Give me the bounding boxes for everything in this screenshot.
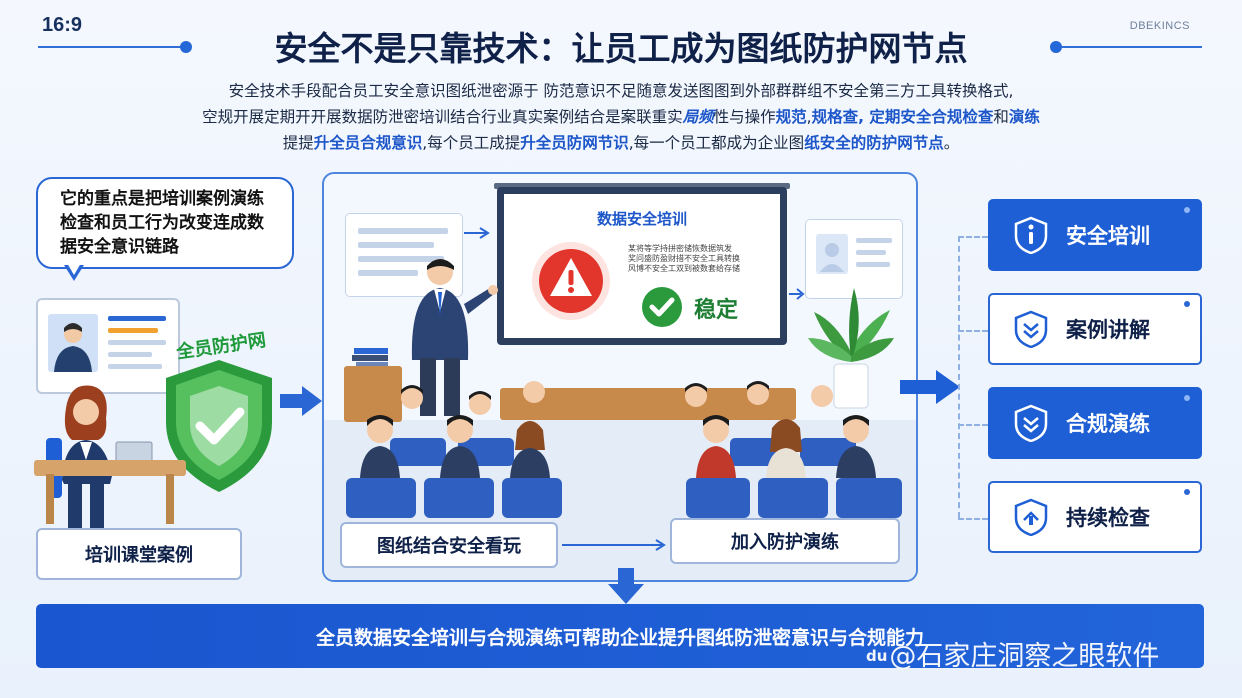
screen-text-line: 风博不安全工双到被数套给存储: [628, 264, 740, 273]
intro-highlight: 升全员合规意识: [313, 134, 423, 152]
check-circle-icon: [642, 287, 682, 327]
bubble-line: 检查和员工行为改变连成数: [60, 213, 264, 233]
person-icon: [54, 323, 92, 372]
arrow-right-icon: [280, 386, 322, 416]
intro-text: ,每个员工成提: [422, 134, 521, 152]
arrow-right-small-icon: [789, 288, 805, 300]
profile-line: [108, 340, 166, 345]
profile-line: [108, 328, 158, 333]
desk-leg: [166, 474, 174, 524]
intro-highlight: 纸安全的防护网节点: [804, 134, 944, 152]
arrow-right-small-icon: [562, 539, 666, 551]
intro-text: ,每一个员工都成为企业图: [628, 134, 805, 152]
projector-bar: [494, 183, 790, 189]
screen-title: 数据安全培训: [596, 210, 687, 228]
connector-line: [958, 236, 960, 518]
intro-text: 提提: [282, 134, 314, 152]
document-card-right: [805, 219, 903, 299]
bubble-line: 据安全意识链路: [60, 237, 179, 257]
intro-text: 。: [943, 134, 960, 152]
arrow-right-icon: [900, 370, 960, 404]
books-icon: [352, 348, 388, 367]
drawing-safety-label: 图纸结合安全看玩: [340, 522, 558, 568]
connector-line: [958, 330, 988, 332]
intro-highlight: 规格查, 定期安全合规检查: [811, 108, 994, 126]
step-label: 持续检查: [1066, 506, 1150, 530]
intro-highlight: 局频: [682, 108, 714, 126]
plant-icon: [808, 288, 894, 409]
brand-label: DBEKINCS: [1129, 20, 1190, 32]
desk-leg: [46, 474, 54, 524]
header-dot-left: [180, 41, 192, 53]
aspect-ratio-label: 16:9: [42, 14, 83, 36]
arrow-right-small-icon: [464, 227, 490, 239]
step-label: 合规演练: [1066, 412, 1150, 436]
intro-highlight: 规范: [775, 108, 807, 126]
corner-dot: [1184, 207, 1190, 213]
arrow-down-icon: [608, 568, 644, 604]
desk: [34, 460, 186, 476]
du-logo: du: [866, 647, 888, 665]
intro-paragraph: 安全技术手段配合员工安全意识图纸泄密源于 防范意识不足随意发送图图到外部群群组不…: [100, 78, 1142, 156]
speech-bubble: 它的重点是把培训案例演练 检查和员工行为改变连成数 据安全意识链路: [36, 177, 294, 269]
step-security-training: 安全培训: [988, 199, 1202, 271]
profile-line: [108, 316, 166, 321]
projector-screen: [497, 187, 787, 345]
intro-text: 性与操作: [713, 108, 776, 126]
chevron-shield-icon: [1014, 310, 1048, 348]
step-continuous-check: 持续检查: [988, 481, 1202, 553]
side-table: [344, 366, 402, 422]
profile-line: [108, 364, 162, 369]
join-drill-label: 加入防护演练: [670, 518, 900, 564]
bubble-tail-inner: [67, 263, 81, 275]
connector-line: [958, 518, 988, 520]
header-line-right: [1062, 46, 1202, 48]
step-label: 安全培训: [1066, 224, 1150, 248]
profile-photo: [48, 314, 98, 372]
intro-text: 安全技术手段配合员工安全意识图纸泄密源于 防范意识不足随意发送图图到外部群群组不…: [228, 82, 1014, 100]
intro-text: ,: [806, 108, 812, 126]
watermark: du@石家庄洞察之眼软件: [866, 634, 1159, 673]
stable-label: 稳定: [694, 298, 739, 323]
intro-highlight: 演练: [1008, 108, 1040, 126]
presenter-illustration: [411, 259, 498, 416]
page-title: 安全不是只靠技术：让员工成为图纸防护网节点: [274, 29, 968, 68]
screen-text-block: 某将等学持拼密储恢数据筑发 奖问盛防盈财措不安全工具转换 风博不安全工双到被数套…: [628, 244, 774, 274]
intro-line-1: 安全技术手段配合员工安全意识图纸泄密源于 防范意识不足随意发送图图到外部群群组不…: [100, 78, 1142, 104]
green-shield-icon: [166, 360, 272, 492]
profile-monitor: [36, 298, 180, 394]
screen-text-line: 奖问盛防盈财措不安全工具转换: [628, 254, 740, 263]
id-card-icon: [816, 234, 892, 274]
up-arrow-shield-icon: [1014, 498, 1048, 536]
intro-text: 和: [993, 108, 1009, 126]
audience-illustration: [346, 381, 902, 518]
connector-line: [958, 424, 988, 426]
connector-line: [958, 236, 988, 238]
profile-line: [108, 352, 152, 357]
front-desk: [500, 388, 796, 420]
banner-text: 全员数据安全培训与合规演练可帮助企业提升图纸防泄密意识与合规能力: [315, 626, 924, 649]
corner-dot: [1184, 489, 1190, 495]
intro-highlight: 升全员防网节识: [520, 134, 629, 152]
corner-dot: [1184, 301, 1190, 307]
step-compliance-drill: 合规演练: [988, 387, 1202, 459]
bubble-line: 它的重点是把培训案例演练: [60, 189, 264, 209]
chevron-shield-icon: [1014, 404, 1048, 442]
header-dot-right: [1050, 41, 1062, 53]
intro-text: 空规开展定期开开展数据防泄密培训结合行业真实案例结合是案联重实: [202, 108, 683, 126]
training-case-label: 培训课堂案例: [36, 528, 242, 580]
screen-text-line: 某将等学持拼密储恢数据筑发: [628, 244, 732, 253]
info-shield-icon: [1014, 216, 1048, 254]
corner-dot: [1184, 395, 1190, 401]
watermark-text: @石家庄洞察之眼软件: [889, 641, 1160, 672]
intro-line-2: 空规开展定期开开展数据防泄密培训结合行业真实案例结合是案联重实局频性与操作规范,…: [100, 104, 1142, 130]
woman-at-desk-illustration: [46, 385, 156, 528]
step-case-explanation: 案例讲解: [988, 293, 1202, 365]
header-line-left: [38, 46, 182, 48]
warning-icon: [532, 242, 610, 320]
intro-line-3: 提提升全员合规意识,每个员工成提升全员防网节识,每一个员工都成为企业图纸安全的防…: [100, 130, 1142, 156]
summary-banner: 全员数据安全培训与合规演练可帮助企业提升图纸防泄密意识与合规能力: [36, 604, 1204, 668]
step-label: 案例讲解: [1066, 318, 1150, 342]
